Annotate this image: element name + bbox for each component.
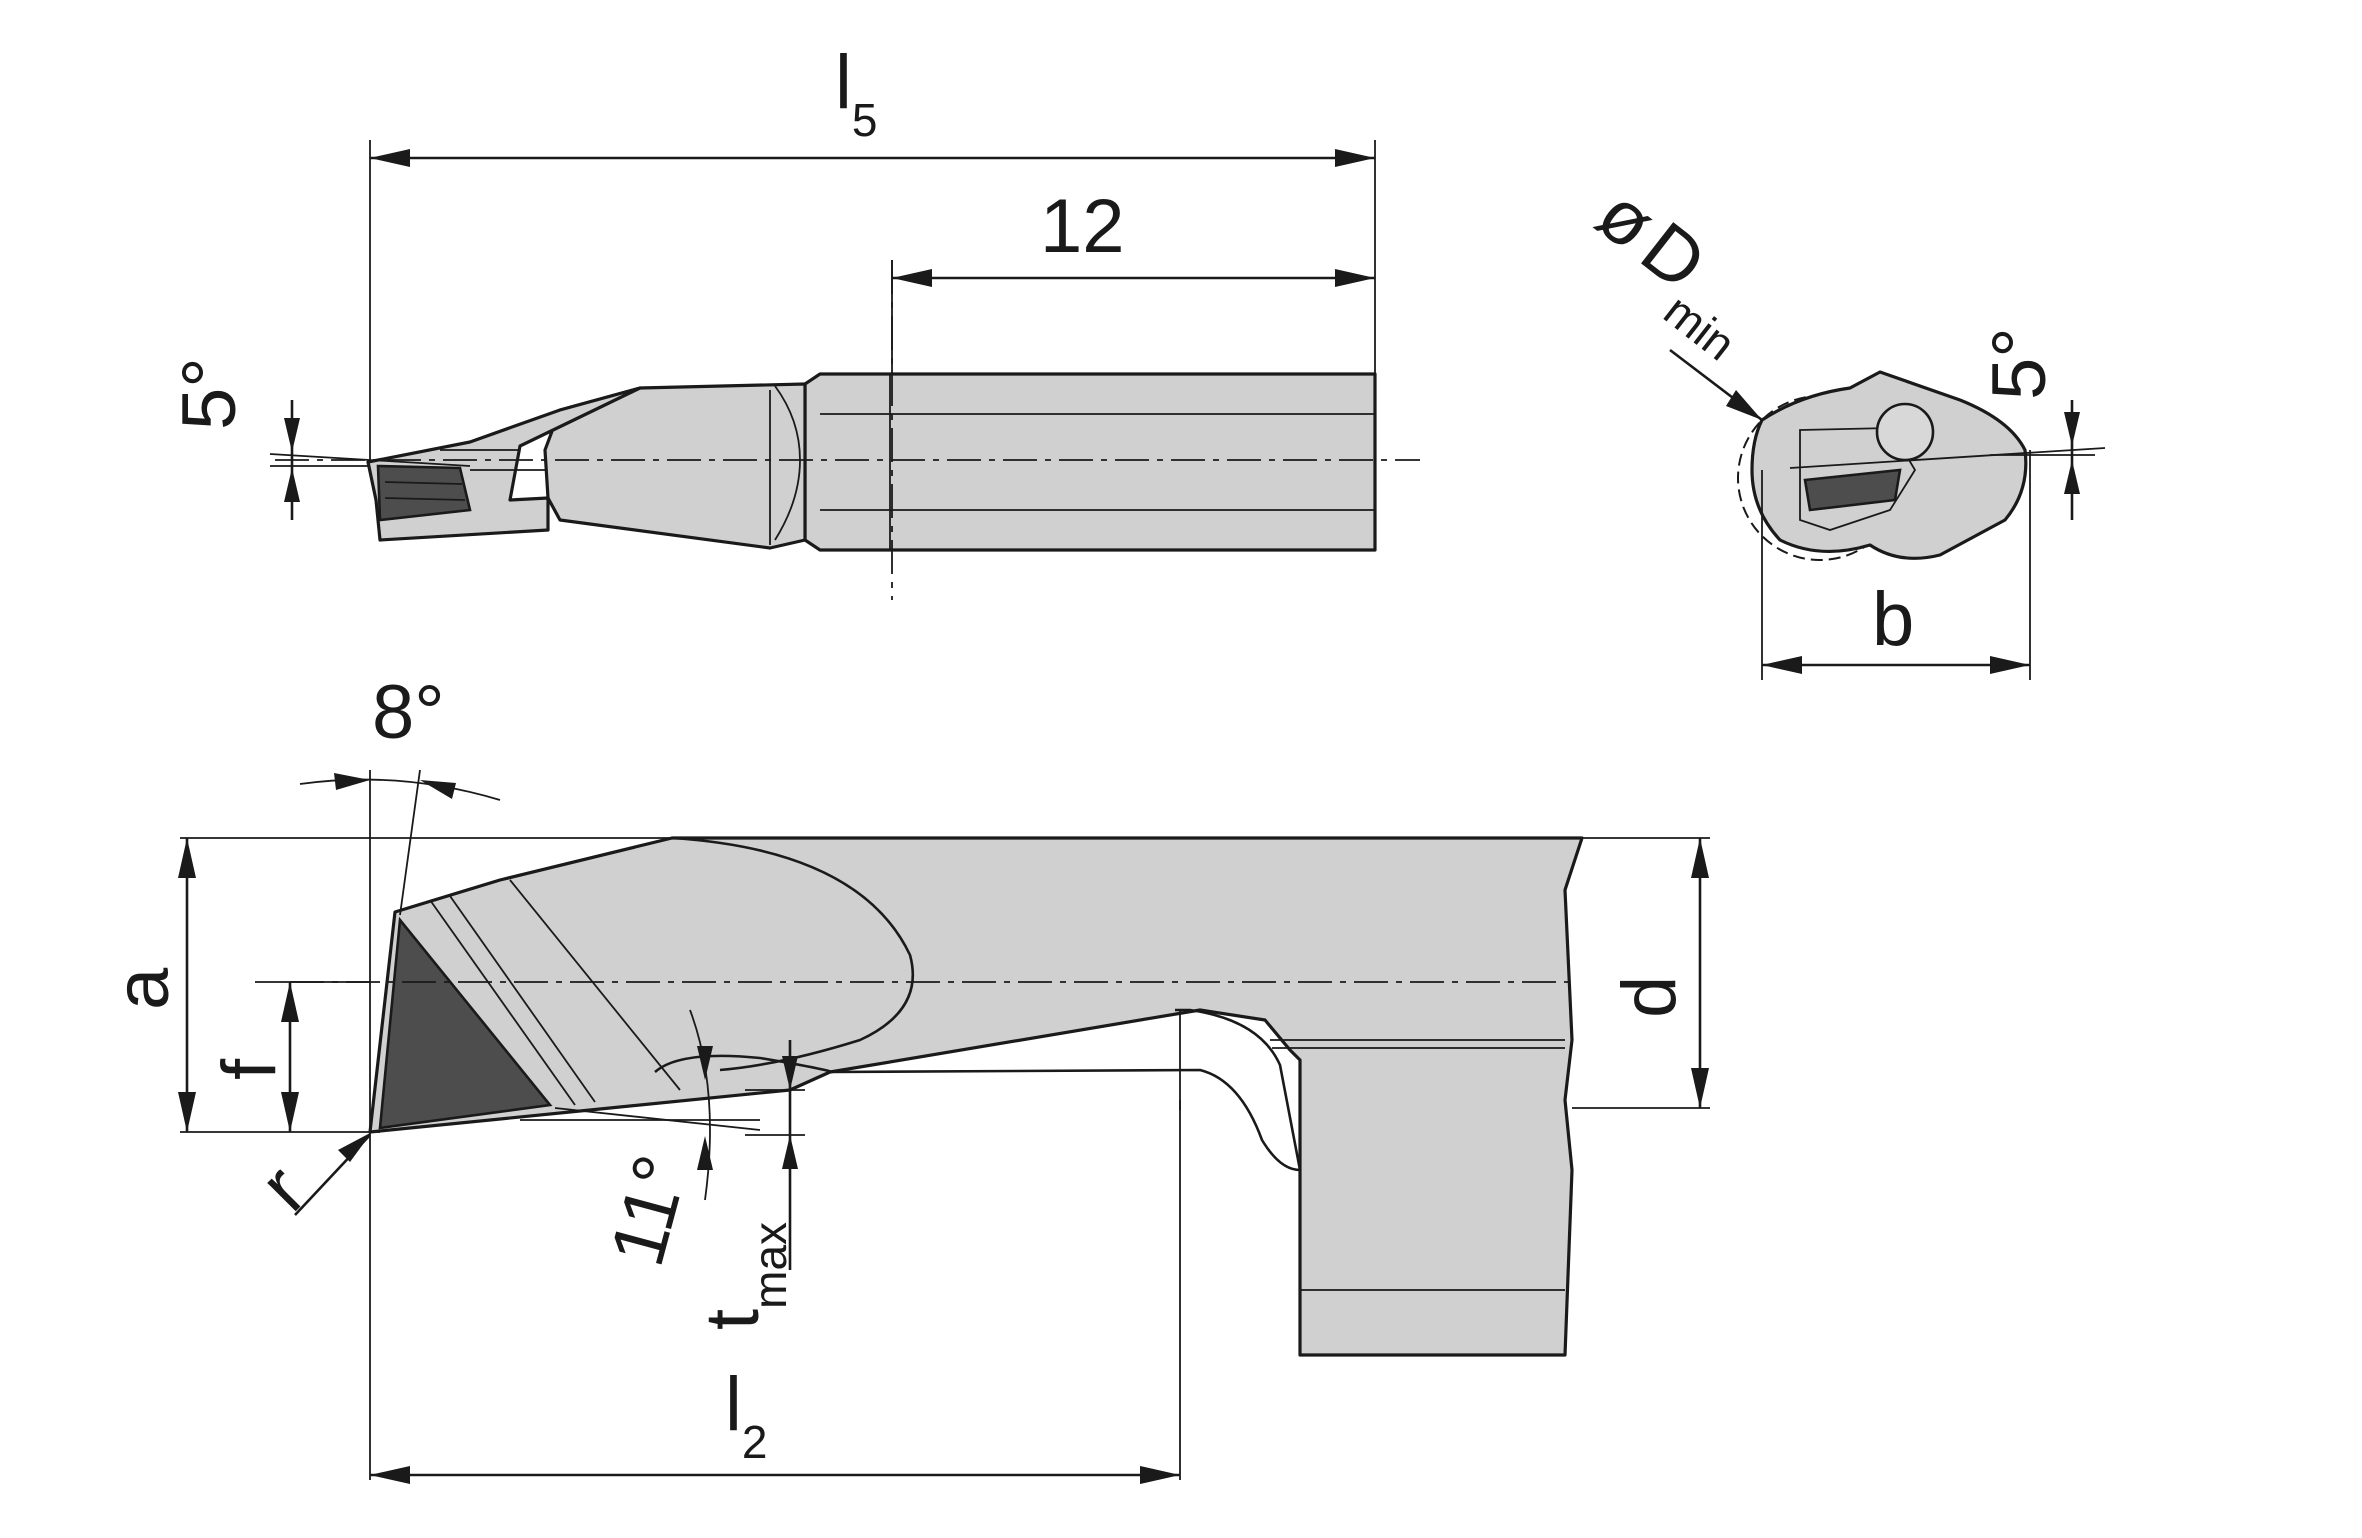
end-view-insert [1803, 468, 1902, 512]
diameter-label: ø Dmin [1582, 171, 1746, 370]
dimension-d: d [1607, 838, 1709, 1108]
top-view-insert [376, 464, 472, 522]
d-label: d [1607, 976, 1692, 1018]
dimension-a: a [100, 838, 196, 1132]
bottom-view: a f d 8° r [100, 670, 1710, 1484]
tmax-label: tmax [690, 1222, 796, 1330]
angle-5-side-label: 5° [167, 357, 252, 430]
angle-5-end: 5° [1977, 327, 2095, 520]
dim-12-label: 12 [1040, 184, 1125, 269]
top-view: l5 12 5° [167, 40, 1420, 600]
l2-label: l2 [725, 1362, 767, 1468]
dimension-tmax: tmax [690, 1040, 805, 1330]
angle-8-label: 8° [372, 670, 445, 755]
bottom-view-body [368, 836, 1584, 1357]
radius-r: r [244, 1132, 372, 1227]
a-label: a [100, 967, 185, 1010]
dimension-l5: l5 [370, 40, 1375, 167]
angle-11-label: 11° [594, 1147, 704, 1275]
b-label: b [1872, 577, 1914, 662]
dimension-b: b [1761, 450, 2031, 680]
end-view: ø Dmin b 5° [1582, 171, 2106, 680]
f-label: f [207, 1058, 292, 1080]
end-view-body [1750, 370, 2028, 560]
r-label: r [244, 1149, 322, 1227]
angle-8: 8° [299, 670, 501, 916]
l5-label: l5 [835, 40, 877, 146]
angle-5-end-label: 5° [1977, 327, 2062, 400]
angle-5-side: 5° [167, 357, 471, 520]
dimension-f: f [207, 982, 299, 1132]
dimension-l2: l2 [370, 1362, 1180, 1484]
dimension-12: 12 [892, 184, 1375, 287]
bottom-view-insert [378, 916, 553, 1130]
